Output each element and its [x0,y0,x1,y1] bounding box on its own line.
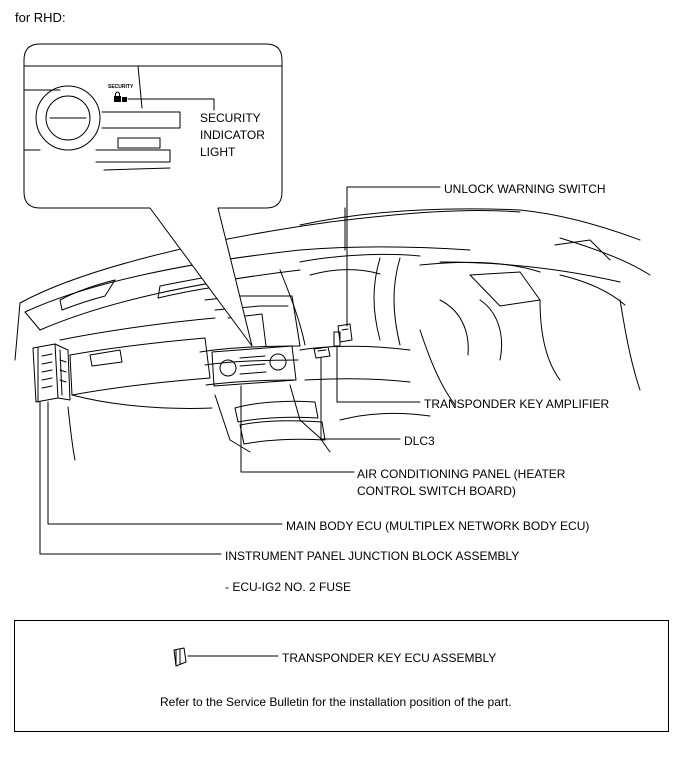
leader-lines [39,186,441,657]
transponder-key-amplifier-label: TRANSPONDER KEY AMPLIFIER [424,397,610,411]
dlc3-drawing [313,346,331,359]
main-body-ecu-label: MAIN BODY ECU (MULTIPLEX NETWORK BODY EC… [286,519,590,533]
ecu-ig2-fuse-label: - ECU-IG2 NO. 2 FUSE [225,580,352,594]
legend-box [14,620,669,732]
security-small-label: SECURITY [108,84,134,90]
air-conditioning-panel-label: AIR CONDITIONING PANEL (HEATER CONTROL S… [357,466,565,500]
air-conditioning-panel-line-2: CONTROL SWITCH BOARD) [357,484,516,498]
callout-line-2: INDICATOR [200,128,265,142]
dlc3-label: DLC3 [404,434,435,448]
key-cylinder-drawing [333,323,353,347]
unlock-warning-switch-label: UNLOCK WARNING SWITCH [444,182,606,196]
service-bulletin-note: Refer to the Service Bulletin for the in… [160,695,512,709]
security-indicator-light-label: SECURITY INDICATOR LIGHT [200,110,265,161]
callout-line-1: SECURITY [200,111,261,125]
callout-bubble [23,43,283,347]
transponder-key-ecu-label: TRANSPONDER KEY ECU ASSEMBLY [282,651,497,665]
security-lock-icon [114,91,127,102]
instrument-panel-junction-block-label: INSTRUMENT PANEL JUNCTION BLOCK ASSEMBLY [225,549,520,563]
air-conditioning-panel-line-1: AIR CONDITIONING PANEL (HEATER [357,467,566,481]
dashboard-drawing [14,207,651,461]
callout-line-3: LIGHT [200,145,236,159]
transponder-ecu-icon [173,647,187,667]
page-heading: for RHD: [15,10,66,25]
junction-block-drawing [32,343,71,403]
